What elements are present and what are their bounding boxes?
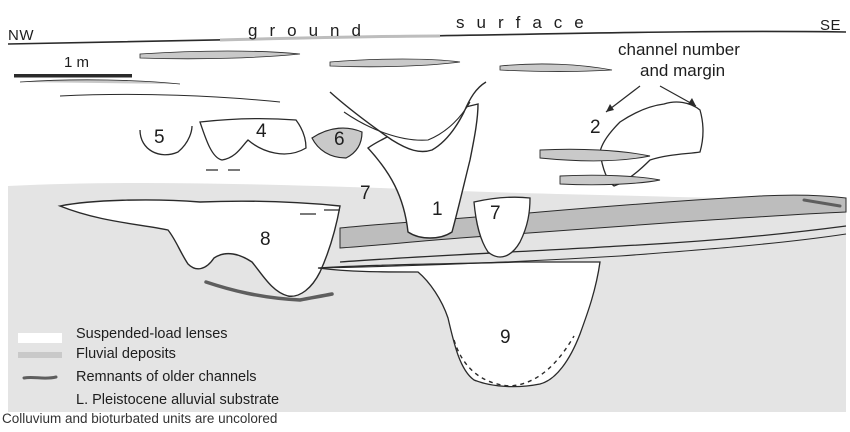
legend-label-fluvial: Fluvial deposits: [76, 346, 176, 362]
channel-5: [140, 126, 192, 155]
channel-number-8: 8: [260, 230, 271, 249]
scale-bar: [14, 74, 132, 78]
legend-label-suspended: Suspended-load lenses: [76, 326, 228, 342]
legend-swatch-fluvial: [18, 352, 62, 358]
channel-number-5: 5: [154, 128, 165, 147]
legend-swatch-suspended: [18, 333, 62, 343]
lens-right-2: [560, 175, 660, 185]
channel-number-6: 6: [334, 130, 345, 149]
nw-label: NW: [8, 28, 34, 43]
lens-upper-2: [330, 59, 460, 67]
legend-label-remnants: Remnants of older channels: [76, 369, 257, 385]
lens-mid-1: [20, 80, 180, 84]
se-label: SE: [820, 18, 841, 33]
channel-number-2: 2: [590, 118, 601, 137]
legend-note: Colluvium and bioturbated units are unco…: [2, 412, 277, 426]
lens-upper-1: [140, 51, 300, 59]
channel-number-9: 9: [500, 328, 511, 347]
ground-word: ground: [248, 22, 373, 39]
channel-4: [200, 119, 306, 160]
channel-number-1: 1: [432, 200, 443, 219]
channel-2: [600, 102, 703, 186]
lens-upper-3: [500, 64, 612, 72]
channel-number-7a: 7: [360, 184, 371, 203]
scale-bar-label: 1 m: [64, 55, 89, 70]
legend-swatch-remnants: [24, 377, 56, 378]
legend-label-substrate: L. Pleistocene alluvial substrate: [76, 392, 279, 408]
channel-number-4: 4: [256, 122, 267, 141]
annotation-arrowhead-1: [606, 104, 614, 112]
legend-swatch-substrate: [18, 396, 62, 406]
annotation-line1: channel number: [618, 40, 740, 59]
channel-number-7b: 7: [490, 204, 501, 223]
annotation-line2: and margin: [640, 61, 725, 80]
lens-mid-2: [60, 94, 280, 102]
surface-word: surface: [456, 14, 596, 31]
